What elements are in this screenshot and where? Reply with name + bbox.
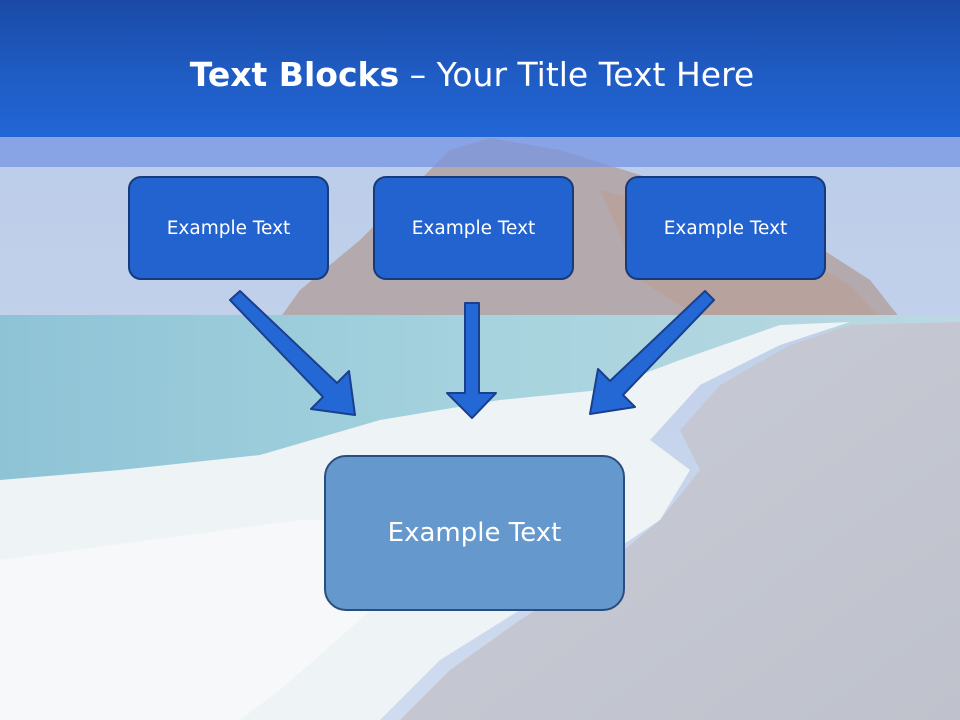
- title-bar: [0, 0, 960, 137]
- title-separator: –: [399, 55, 437, 94]
- slide-title: Text Blocks – Your Title Text Here: [0, 52, 944, 98]
- arrow-left-icon: [229, 290, 356, 416]
- source-box-3[interactable]: Example Text: [625, 176, 826, 280]
- target-box[interactable]: Example Text: [324, 455, 625, 611]
- source-box-2-label: Example Text: [411, 217, 536, 239]
- title-rest: Your Title Text Here: [436, 55, 755, 94]
- target-box-label: Example Text: [387, 518, 562, 548]
- source-box-2[interactable]: Example Text: [373, 176, 574, 280]
- source-box-3-label: Example Text: [663, 217, 788, 239]
- arrow-right-icon: [589, 290, 715, 415]
- arrow-center-icon: [446, 302, 497, 419]
- header-band: [0, 137, 960, 167]
- source-box-1-label: Example Text: [166, 217, 291, 239]
- source-box-1[interactable]: Example Text: [128, 176, 329, 280]
- title-bold-part: Text Blocks: [189, 55, 400, 94]
